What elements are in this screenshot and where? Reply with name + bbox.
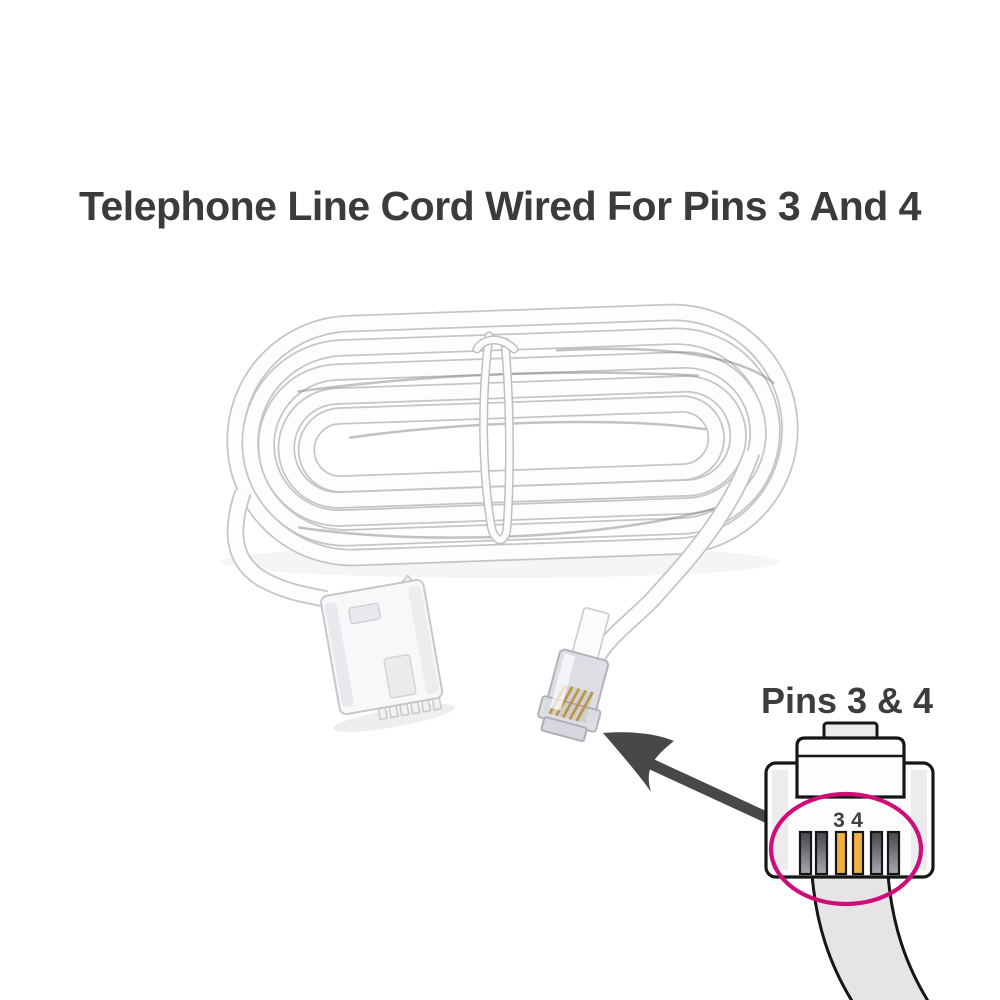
diagram-latch-block: [795, 736, 906, 799]
rj11-highlight: [550, 653, 576, 711]
diagram-cable: [812, 874, 928, 1000]
diagram-cable-edge-left: [810, 873, 854, 1000]
arrow-shaft: [648, 759, 771, 823]
pin-slot-4-gold: [851, 830, 865, 876]
rj11-plug-photo: [537, 607, 610, 743]
cable-tail-right: [590, 449, 761, 661]
diagram-pin-slots: [798, 830, 901, 876]
coil-wrap-tie: [472, 331, 519, 545]
bt-plug-photo: [320, 574, 456, 732]
page-title: Telephone Line Cord Wired For Pins 3 And…: [79, 183, 921, 229]
pin-slot-1: [798, 830, 813, 876]
pin-slot-2: [814, 830, 829, 876]
diagram-cable-edge-right: [886, 873, 930, 1000]
highlight-ellipse: [768, 791, 924, 907]
pin-number-3: 3: [833, 809, 845, 832]
pin-diagram: 3 4: [764, 721, 935, 1000]
pin-slot-3-gold: [834, 830, 848, 876]
pin-slot-5: [869, 830, 884, 876]
bt-plug-slot-detail: [348, 602, 381, 625]
pin-slot-6: [886, 830, 901, 876]
bt-plug-contact-window: [383, 654, 417, 699]
rj11-tip: [540, 716, 588, 743]
cable-tail-left: [226, 489, 328, 608]
cable-coil-photo: [220, 303, 799, 661]
rj11-gold-pins: [548, 684, 594, 722]
callout-arrow: [603, 732, 771, 823]
bt-plug-shade-right: [408, 585, 439, 695]
callout-label: Pins 3 & 4: [760, 680, 934, 721]
bt-plug-shade-left: [324, 602, 354, 707]
arrow-head: [603, 732, 674, 792]
pin-number-4: 4: [851, 809, 863, 832]
diagram-body-shade-right: [911, 770, 927, 870]
